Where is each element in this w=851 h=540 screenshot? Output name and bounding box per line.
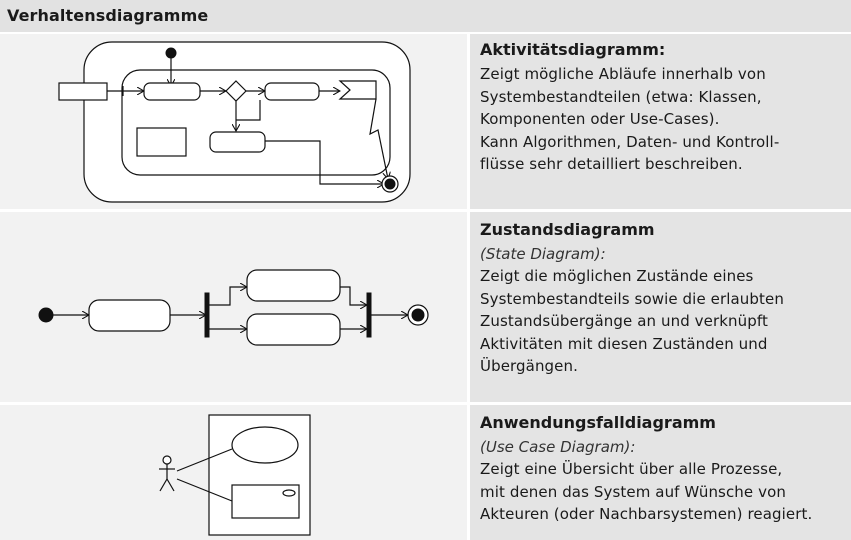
state-subtitle: (State Diagram): — [480, 245, 606, 263]
activity-diagram-illustration — [0, 34, 467, 209]
state-body: Zeigt die möglichen Zustände eines Syste… — [480, 267, 784, 376]
actor-icon — [159, 455, 175, 492]
start-node-icon — [165, 47, 177, 59]
state-description: Zustandsdiagramm (State Diagram): Zeigt … — [470, 212, 851, 402]
action-node — [143, 82, 201, 101]
row-activity-diagram: Aktivitätsdiagramm: Zeigt mögliche Abläu… — [0, 34, 851, 209]
activity-diagram-svg — [58, 41, 411, 203]
signal-icon — [338, 80, 377, 100]
action-node — [209, 131, 266, 153]
initial-state-icon — [38, 307, 54, 323]
use-case-body: Zeigt eine Übersicht über alle Prozesse,… — [480, 460, 813, 524]
input-object — [58, 82, 108, 101]
use-case-description: Anwendungsfalldiagramm (Use Case Diagram… — [470, 405, 851, 540]
use-case-ellipse — [231, 426, 299, 464]
section-header: Verhaltensdiagramme — [0, 0, 851, 32]
interruptible-region — [121, 69, 391, 176]
use-case-title: Anwendungsfalldiagramm — [480, 413, 716, 432]
fork-bar — [204, 292, 210, 338]
state-node — [246, 269, 341, 302]
state-diagram-svg — [38, 269, 429, 346]
row-state-diagram: Zustandsdiagramm (State Diagram): Zeigt … — [0, 212, 851, 402]
row-use-case-diagram: Anwendungsfalldiagramm (Use Case Diagram… — [0, 405, 851, 540]
use-case-diagram-svg — [159, 414, 311, 536]
state-node — [246, 313, 341, 346]
activity-frame — [83, 41, 411, 203]
use-case-diagram-illustration — [0, 405, 467, 540]
activity-description: Aktivitätsdiagramm: Zeigt mögliche Abläu… — [470, 34, 851, 209]
state-diagram-illustration — [0, 212, 467, 402]
use-case-subtitle: (Use Case Diagram): — [480, 438, 636, 456]
activity-title: Aktivitätsdiagramm: — [480, 40, 666, 59]
state-node — [88, 299, 171, 332]
state-title: Zustandsdiagramm — [480, 220, 655, 239]
join-bar — [366, 292, 372, 338]
section-title: Verhaltensdiagramme — [7, 6, 209, 25]
activity-body: Zeigt mögliche Abläufe innerhalb von Sys… — [480, 65, 780, 174]
action-node — [264, 82, 320, 101]
object-node — [136, 127, 187, 157]
